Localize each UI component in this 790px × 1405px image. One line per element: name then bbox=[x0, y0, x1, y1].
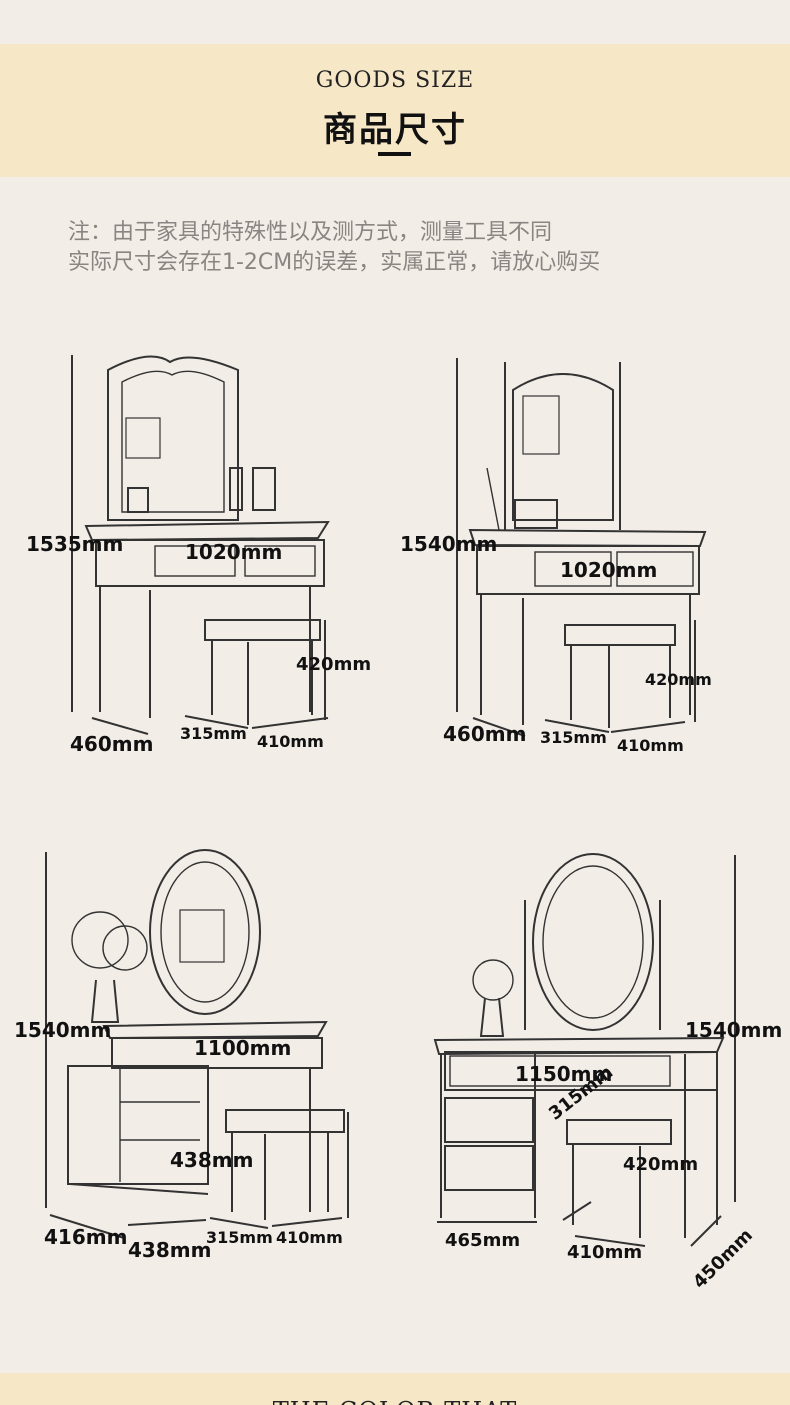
stool-depth-label: 315mm bbox=[180, 724, 247, 743]
product-panel-1: 1535mm 1020mm 420mm 315mm 410mm 460mm bbox=[0, 340, 395, 780]
product-panel-4: 1540mm 1150mm 315mm 420mm 465mm 410mm 45… bbox=[395, 840, 790, 1293]
next-section-header: THE COLOR THAT bbox=[0, 1373, 790, 1405]
section-header: GOODS SIZE 商品尺寸 bbox=[0, 44, 790, 177]
product-panel-3: 1540mm 1100mm 438mm 416mm 438mm 315mm 41… bbox=[0, 840, 395, 1290]
dressing-table-2-illustration bbox=[456, 358, 707, 737]
cabinet-height-label: 438mm bbox=[170, 1148, 254, 1172]
stool-depth-label: 315mm bbox=[540, 728, 607, 747]
cabinet-width-label: 465mm bbox=[445, 1230, 521, 1251]
chinese-title: 商品尺寸 bbox=[323, 110, 467, 150]
depth-label: 460mm bbox=[70, 732, 154, 756]
dressing-table-1-illustration bbox=[71, 355, 330, 735]
english-title: GOODS SIZE bbox=[315, 68, 475, 93]
height-label: 1540mm bbox=[400, 532, 498, 556]
height-label: 1540mm bbox=[14, 1018, 112, 1042]
note-line-2: 实际尺寸会存在1-2CM的误差，实属正常，请放心购买 bbox=[68, 250, 601, 275]
top-band bbox=[0, 0, 790, 44]
dressing-table-4-illustration bbox=[433, 853, 736, 1247]
stool-width-label: 410mm bbox=[617, 736, 684, 755]
title-underline bbox=[378, 152, 411, 156]
stool-width-label: 410mm bbox=[257, 732, 324, 751]
cabinet-depth-label: 416mm bbox=[44, 1225, 128, 1249]
height-label: 1535mm bbox=[26, 532, 124, 556]
cabinet-width-label: 438mm bbox=[128, 1238, 212, 1262]
note-line-1: 注：由于家具的特殊性以及测方式，测量工具不同 bbox=[68, 220, 553, 245]
width-label: 1020mm bbox=[185, 540, 283, 564]
footer-title: THE COLOR THAT bbox=[0, 1397, 790, 1405]
stool-height-label: 420mm bbox=[623, 1154, 699, 1175]
height-label: 1540mm bbox=[685, 1018, 783, 1042]
depth-label: 460mm bbox=[443, 722, 527, 746]
stool-height-label: 420mm bbox=[296, 654, 372, 675]
stool-width-label: 410mm bbox=[276, 1228, 343, 1247]
dressing-table-3-illustration bbox=[45, 849, 349, 1239]
width-label: 1020mm bbox=[560, 558, 658, 582]
measurement-note: 注：由于家具的特殊性以及测方式，测量工具不同 实际尺寸会存在1-2CM的误差，实… bbox=[68, 218, 600, 278]
width-label: 1100mm bbox=[194, 1036, 292, 1060]
product-panel-2: 1540mm 1020mm 420mm 315mm 410mm 460mm bbox=[395, 340, 790, 780]
stool-height-label: 420mm bbox=[645, 670, 712, 689]
stool-depth-label: 315mm bbox=[206, 1228, 273, 1247]
width-label: 1150mm bbox=[515, 1062, 613, 1086]
stool-width-label: 410mm bbox=[567, 1242, 643, 1263]
